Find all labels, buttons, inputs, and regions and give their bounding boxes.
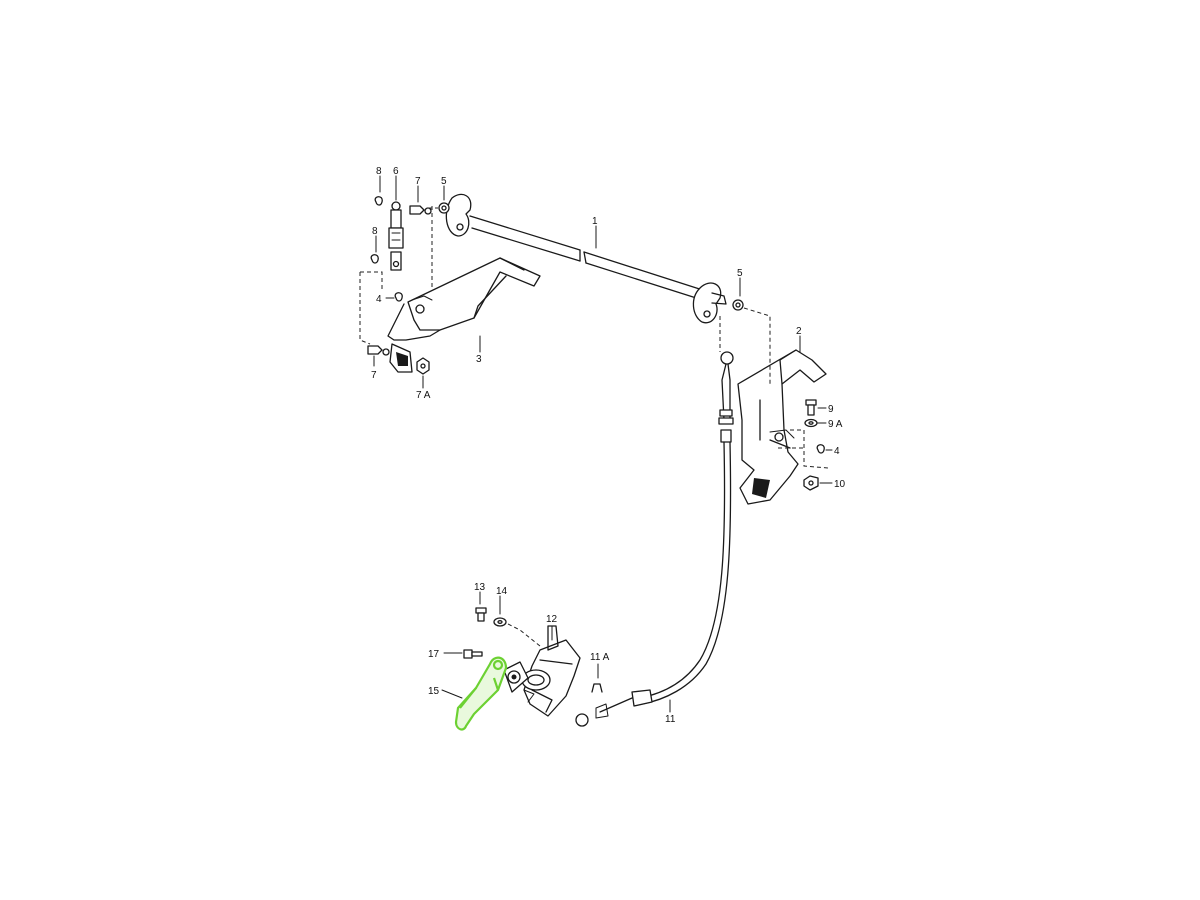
callout-1: 1 bbox=[592, 216, 598, 227]
bolt-part-13 bbox=[475, 607, 487, 622]
left-bracket-part-3 bbox=[387, 257, 541, 373]
right-bracket-part-2 bbox=[737, 349, 827, 505]
washer-part-9a bbox=[804, 418, 818, 428]
callout-5-right: 5 bbox=[737, 268, 743, 279]
callout-6: 6 bbox=[393, 166, 399, 177]
callout-13: 13 bbox=[474, 582, 486, 593]
callout-3: 3 bbox=[476, 354, 482, 365]
clip-part-4-right bbox=[816, 444, 825, 454]
nut-part-10 bbox=[803, 475, 819, 491]
spring-clip-part-11a bbox=[591, 683, 603, 693]
bolt-part-17 bbox=[463, 649, 483, 659]
callout-7a: 7 A bbox=[416, 390, 431, 401]
callout-11a: 11 A bbox=[590, 652, 610, 663]
callout-17: 17 bbox=[428, 649, 440, 660]
callout-4-right: 4 bbox=[834, 446, 840, 457]
callout-8-bottom: 8 bbox=[372, 226, 378, 237]
callout-5-left: 5 bbox=[441, 176, 447, 187]
cable-part-11 bbox=[575, 351, 734, 727]
washer-part-14 bbox=[493, 617, 507, 627]
leader-lines bbox=[373, 175, 833, 713]
nut-part-7a bbox=[416, 357, 430, 375]
callout-12: 12 bbox=[546, 614, 558, 625]
callout-14: 14 bbox=[496, 586, 508, 597]
callout-labels: 1 2 3 4 4 5 5 6 7 7 7 A 8 8 9 9 A 10 11 … bbox=[371, 166, 846, 725]
washer-part-5 bbox=[438, 202, 450, 214]
clip-part-8 bbox=[370, 196, 383, 264]
callout-15: 15 bbox=[428, 686, 440, 697]
callout-4-left: 4 bbox=[376, 294, 382, 305]
washer-part-5-right bbox=[732, 299, 744, 311]
clip-part-4 bbox=[394, 292, 403, 302]
housing-part-12 bbox=[503, 625, 581, 717]
shaft-part-1 bbox=[445, 193, 727, 324]
callout-7-top: 7 bbox=[415, 176, 421, 187]
lever-part-15[interactable] bbox=[454, 656, 508, 731]
callout-10: 10 bbox=[834, 479, 846, 490]
callout-9: 9 bbox=[828, 404, 834, 415]
callout-7-bottom: 7 bbox=[371, 370, 377, 381]
callout-11: 11 bbox=[665, 714, 676, 725]
callout-9a: 9 A bbox=[828, 419, 843, 430]
gas-strut-part-6 bbox=[388, 201, 404, 271]
callout-8-top: 8 bbox=[376, 166, 382, 177]
callout-2: 2 bbox=[796, 326, 802, 337]
ball-stud-part-7 bbox=[367, 205, 432, 356]
bolt-part-9 bbox=[805, 399, 817, 416]
